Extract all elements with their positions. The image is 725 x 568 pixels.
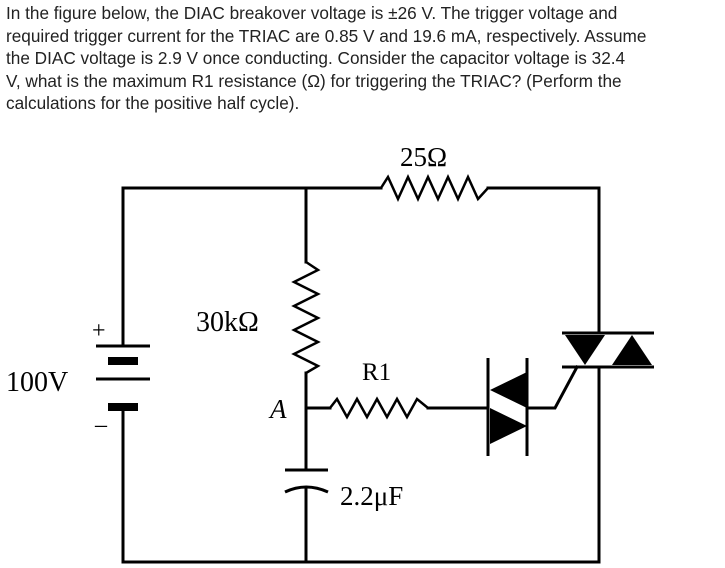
wires [121,186,601,564]
capacitor-label: 2.2μF [340,481,403,511]
node-a-label: A [268,394,287,424]
wire-gate [525,364,580,410]
diac-symbol [486,358,529,456]
triac-symbol [562,331,654,369]
question-line-2: required trigger current for the TRIAC a… [6,25,647,46]
battery-symbol [96,344,150,411]
question-line-5: calculations for the positive half cycle… [6,93,300,113]
question-line-1: In the figure below, the DIAC breakover … [6,3,618,23]
resistor-r1-symbol [329,396,429,420]
resistor-25-symbol [379,173,489,203]
resistor-r1-label: R1 [362,359,391,386]
question-text: In the figure below, the DIAC breakover … [6,2,722,115]
source-minus-label: – [94,412,108,438]
resistor-30k-label: 30kΩ [196,307,259,338]
capacitor-symbol [284,468,329,494]
wire-bottom [121,365,601,564]
resistor-25-label: 25Ω [400,142,447,172]
source-voltage-label: 100V [6,367,68,398]
source-plus-label: + [92,318,106,344]
question-line-3: the DIAC voltage is 2.9 V once conductin… [6,48,626,68]
wire-top-right [486,186,601,335]
question-line-4: V, what is the maximum R1 resistance (Ω)… [6,70,622,91]
resistor-30k-symbol [291,260,321,375]
